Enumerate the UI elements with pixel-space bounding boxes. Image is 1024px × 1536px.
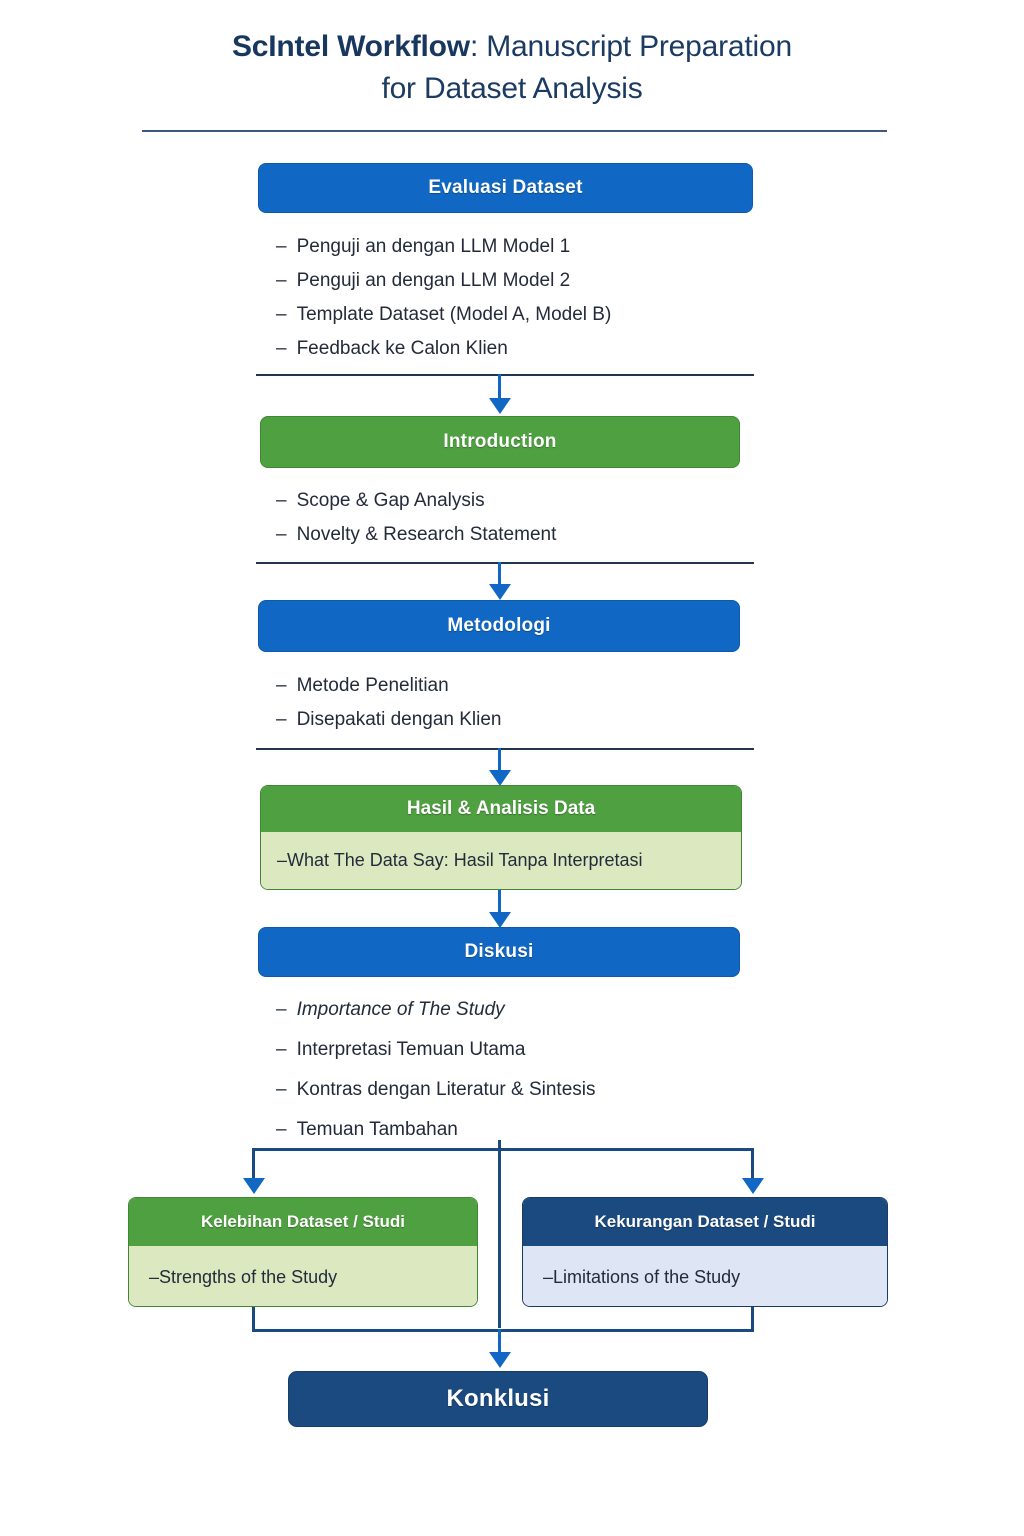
- merge-arrow: [489, 1352, 511, 1368]
- list-item-label: Novelty & Research Statement: [296, 524, 557, 545]
- section-divider-3: [256, 748, 754, 750]
- list-item: – Feedback ke Calon Klien: [276, 332, 776, 366]
- list-item-label: Disepakati dengan Klien: [296, 709, 502, 730]
- bullet-dash: –: [276, 270, 287, 291]
- merge-rise-right: [751, 1307, 754, 1332]
- center-passthrough-line: [498, 1148, 501, 1328]
- section-items-introduction: – Scope & Gap Analysis – Novelty & Resea…: [276, 484, 776, 552]
- section-items-evaluasi-dataset: – Penguji an dengan LLM Model 1 – Penguj…: [276, 230, 776, 366]
- split-arrow-left: [243, 1178, 265, 1194]
- bullet-dash: –: [276, 304, 287, 325]
- list-item-label: Metode Penelitian: [296, 675, 449, 696]
- connector-arrow-1: [489, 398, 511, 414]
- bullet-dash: –: [277, 850, 288, 870]
- list-item: – Kontras dengan Literatur & Sintesis: [276, 1070, 796, 1110]
- section-header-introduction[interactable]: Introduction: [260, 416, 740, 468]
- section-divider-2: [256, 562, 754, 564]
- bullet-dash: –: [276, 1079, 287, 1100]
- page-title-line-1: ScIntel Workflow: Manuscript Preparation: [0, 26, 1024, 68]
- bullet-dash: –: [149, 1266, 160, 1287]
- section-header-diskusi[interactable]: Diskusi: [258, 927, 740, 977]
- list-item-label: Penguji an dengan LLM Model 2: [296, 270, 571, 291]
- list-item: – Penguji an dengan LLM Model 2: [276, 264, 776, 298]
- list-item-label: Temuan Tambahan: [296, 1119, 458, 1140]
- section-divider-1: [256, 374, 754, 376]
- bullet-dash: –: [276, 338, 287, 359]
- branch-panel-kelebihan[interactable]: Kelebihan Dataset / Studi – Strengths of…: [128, 1197, 478, 1307]
- page-title-line-2: for Dataset Analysis: [381, 72, 643, 105]
- merge-stem: [498, 1329, 501, 1357]
- connector-arrow-3: [489, 770, 511, 786]
- list-item: – Scope & Gap Analysis: [276, 484, 776, 518]
- connector-arrow-2: [489, 584, 511, 600]
- connector-line-2: [498, 562, 501, 588]
- branch-body-kelebihan: – Strengths of the Study: [129, 1246, 477, 1306]
- page-title: ScIntel Workflow: Manuscript Preparation…: [0, 26, 1024, 110]
- section-header-metodologi[interactable]: Metodologi: [258, 600, 740, 652]
- list-item-label: Limitations of the Study: [553, 1266, 741, 1287]
- list-item-label: Strengths of the Study: [159, 1266, 338, 1287]
- connector-arrow-4: [489, 912, 511, 928]
- bullet-dash: –: [276, 675, 287, 696]
- branch-panel-kekurangan[interactable]: Kekurangan Dataset / Studi – Limitations…: [522, 1197, 888, 1307]
- list-item: – Template Dataset (Model A, Model B): [276, 298, 776, 332]
- bullet-dash: –: [276, 1119, 287, 1140]
- branch-body-kekurangan: – Limitations of the Study: [523, 1246, 887, 1306]
- list-item-label: What The Data Say: Hasil Tanpa Interpret…: [287, 850, 643, 870]
- list-item-label: Template Dataset (Model A, Model B): [296, 304, 612, 325]
- connector-line-4: [498, 890, 501, 916]
- bullet-dash: –: [276, 524, 287, 545]
- page-title-subtitle: : Manuscript Preparation: [469, 30, 792, 63]
- branch-header-kelebihan: Kelebihan Dataset / Studi: [129, 1198, 477, 1246]
- merge-rise-left: [252, 1307, 255, 1332]
- bullet-dash: –: [276, 999, 287, 1020]
- bullet-dash: –: [543, 1266, 554, 1287]
- page-title-brand: ScIntel Workflow: [232, 30, 470, 63]
- section-items-hasil-analisis-data: – What The Data Say: Hasil Tanpa Interpr…: [261, 832, 741, 889]
- bullet-dash: –: [276, 236, 287, 257]
- list-item-label: Feedback ke Calon Klien: [296, 338, 508, 359]
- list-item-label: Penguji an dengan LLM Model 1: [296, 236, 571, 257]
- list-item: – Penguji an dengan LLM Model 1: [276, 230, 776, 264]
- list-item: – Novelty & Research Statement: [276, 518, 776, 552]
- split-arrow-right: [742, 1178, 764, 1194]
- list-item-label: Interpretasi Temuan Utama: [296, 1039, 526, 1060]
- section-header-hasil-analisis-data: Hasil & Analisis Data: [261, 786, 741, 832]
- bullet-dash: –: [276, 1039, 287, 1060]
- split-drop-right: [751, 1148, 754, 1182]
- bullet-dash: –: [276, 709, 287, 730]
- list-item-label: Importance of The Study: [296, 999, 505, 1020]
- split-stem: [498, 1140, 501, 1150]
- branch-header-kekurangan: Kekurangan Dataset / Studi: [523, 1198, 887, 1246]
- list-item: – Temuan Tambahan: [276, 1110, 796, 1150]
- list-item: – Interpretasi Temuan Utama: [276, 1030, 796, 1070]
- list-item: – Metode Penelitian: [276, 669, 776, 703]
- list-item-label: Kontras dengan Literatur & Sintesis: [296, 1079, 596, 1100]
- split-bar: [252, 1148, 754, 1151]
- section-items-diskusi: – Importance of The Study – Interpretasi…: [276, 990, 796, 1150]
- title-divider: [142, 130, 887, 132]
- section-panel-hasil-analisis-data[interactable]: Hasil & Analisis Data – What The Data Sa…: [260, 785, 742, 890]
- section-header-evaluasi-dataset[interactable]: Evaluasi Dataset: [258, 163, 753, 213]
- bullet-dash: –: [276, 490, 287, 511]
- merge-bar: [252, 1329, 754, 1332]
- section-items-metodologi: – Metode Penelitian – Disepakati dengan …: [276, 669, 776, 737]
- section-header-konklusi[interactable]: Konklusi: [288, 1371, 708, 1427]
- list-item-label: Scope & Gap Analysis: [296, 490, 485, 511]
- list-item: – Importance of The Study: [276, 990, 796, 1030]
- connector-line-1: [498, 374, 501, 402]
- list-item: – Disepakati dengan Klien: [276, 703, 776, 737]
- connector-line-3: [498, 748, 501, 774]
- split-drop-left: [252, 1148, 255, 1182]
